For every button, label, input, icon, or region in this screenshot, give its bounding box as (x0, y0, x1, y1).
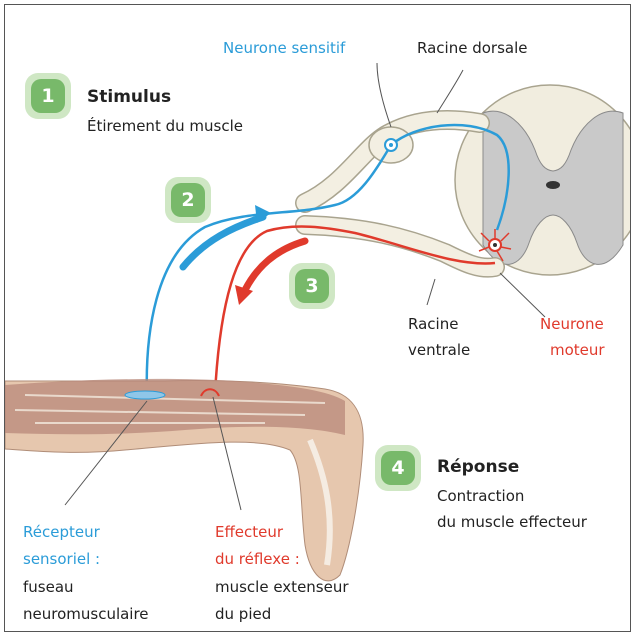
step-1-title: Stimulus (87, 87, 171, 108)
label-neurone-moteur-line2: moteur (550, 341, 605, 360)
step-2-badge: 2 (165, 177, 211, 223)
central-canal (546, 181, 560, 189)
label-racine-dorsale: Racine dorsale (417, 39, 527, 58)
label-effecteur-line4: du pied (215, 605, 271, 624)
pointer-racine-dorsale (437, 70, 463, 113)
step-1-subtitle: Étirement du muscle (87, 117, 243, 136)
label-recepteur-line1: Récepteur (23, 523, 100, 542)
step-4-subtitle-line2: du muscle effecteur (437, 513, 587, 532)
pointer-neurone-moteur (500, 273, 545, 317)
label-recepteur-line3: fuseau (23, 578, 74, 597)
motor-arrowhead (235, 285, 253, 305)
step-3-badge: 3 (289, 263, 335, 309)
label-recepteur-line4: neuromusculaire (23, 605, 149, 624)
sensory-nucleus (389, 143, 393, 147)
spindle-receptor (125, 391, 165, 399)
label-effecteur-line2: du réflexe : (215, 550, 300, 569)
label-racine-ventrale-line2: ventrale (408, 341, 470, 360)
pointer-racine-ventrale (427, 279, 435, 305)
step-4-badge: 4 (375, 445, 421, 491)
step-4-subtitle-line1: Contraction (437, 487, 524, 506)
step-1-badge: 1 (25, 73, 71, 119)
label-racine-ventrale-line1: Racine (408, 315, 458, 334)
label-recepteur-line2: sensoriel : (23, 550, 100, 569)
step-4-title: Réponse (437, 457, 519, 478)
label-effecteur-line3: muscle extenseur (215, 578, 349, 597)
reflex-diagram: 1 2 3 4 Stimulus Étirement du muscle Rép… (4, 4, 631, 632)
pointer-neurone-sensitif (377, 63, 391, 127)
label-neurone-moteur-line1: Neurone (540, 315, 604, 334)
label-effecteur-line1: Effecteur (215, 523, 283, 542)
label-neurone-sensitif: Neurone sensitif (223, 39, 345, 58)
